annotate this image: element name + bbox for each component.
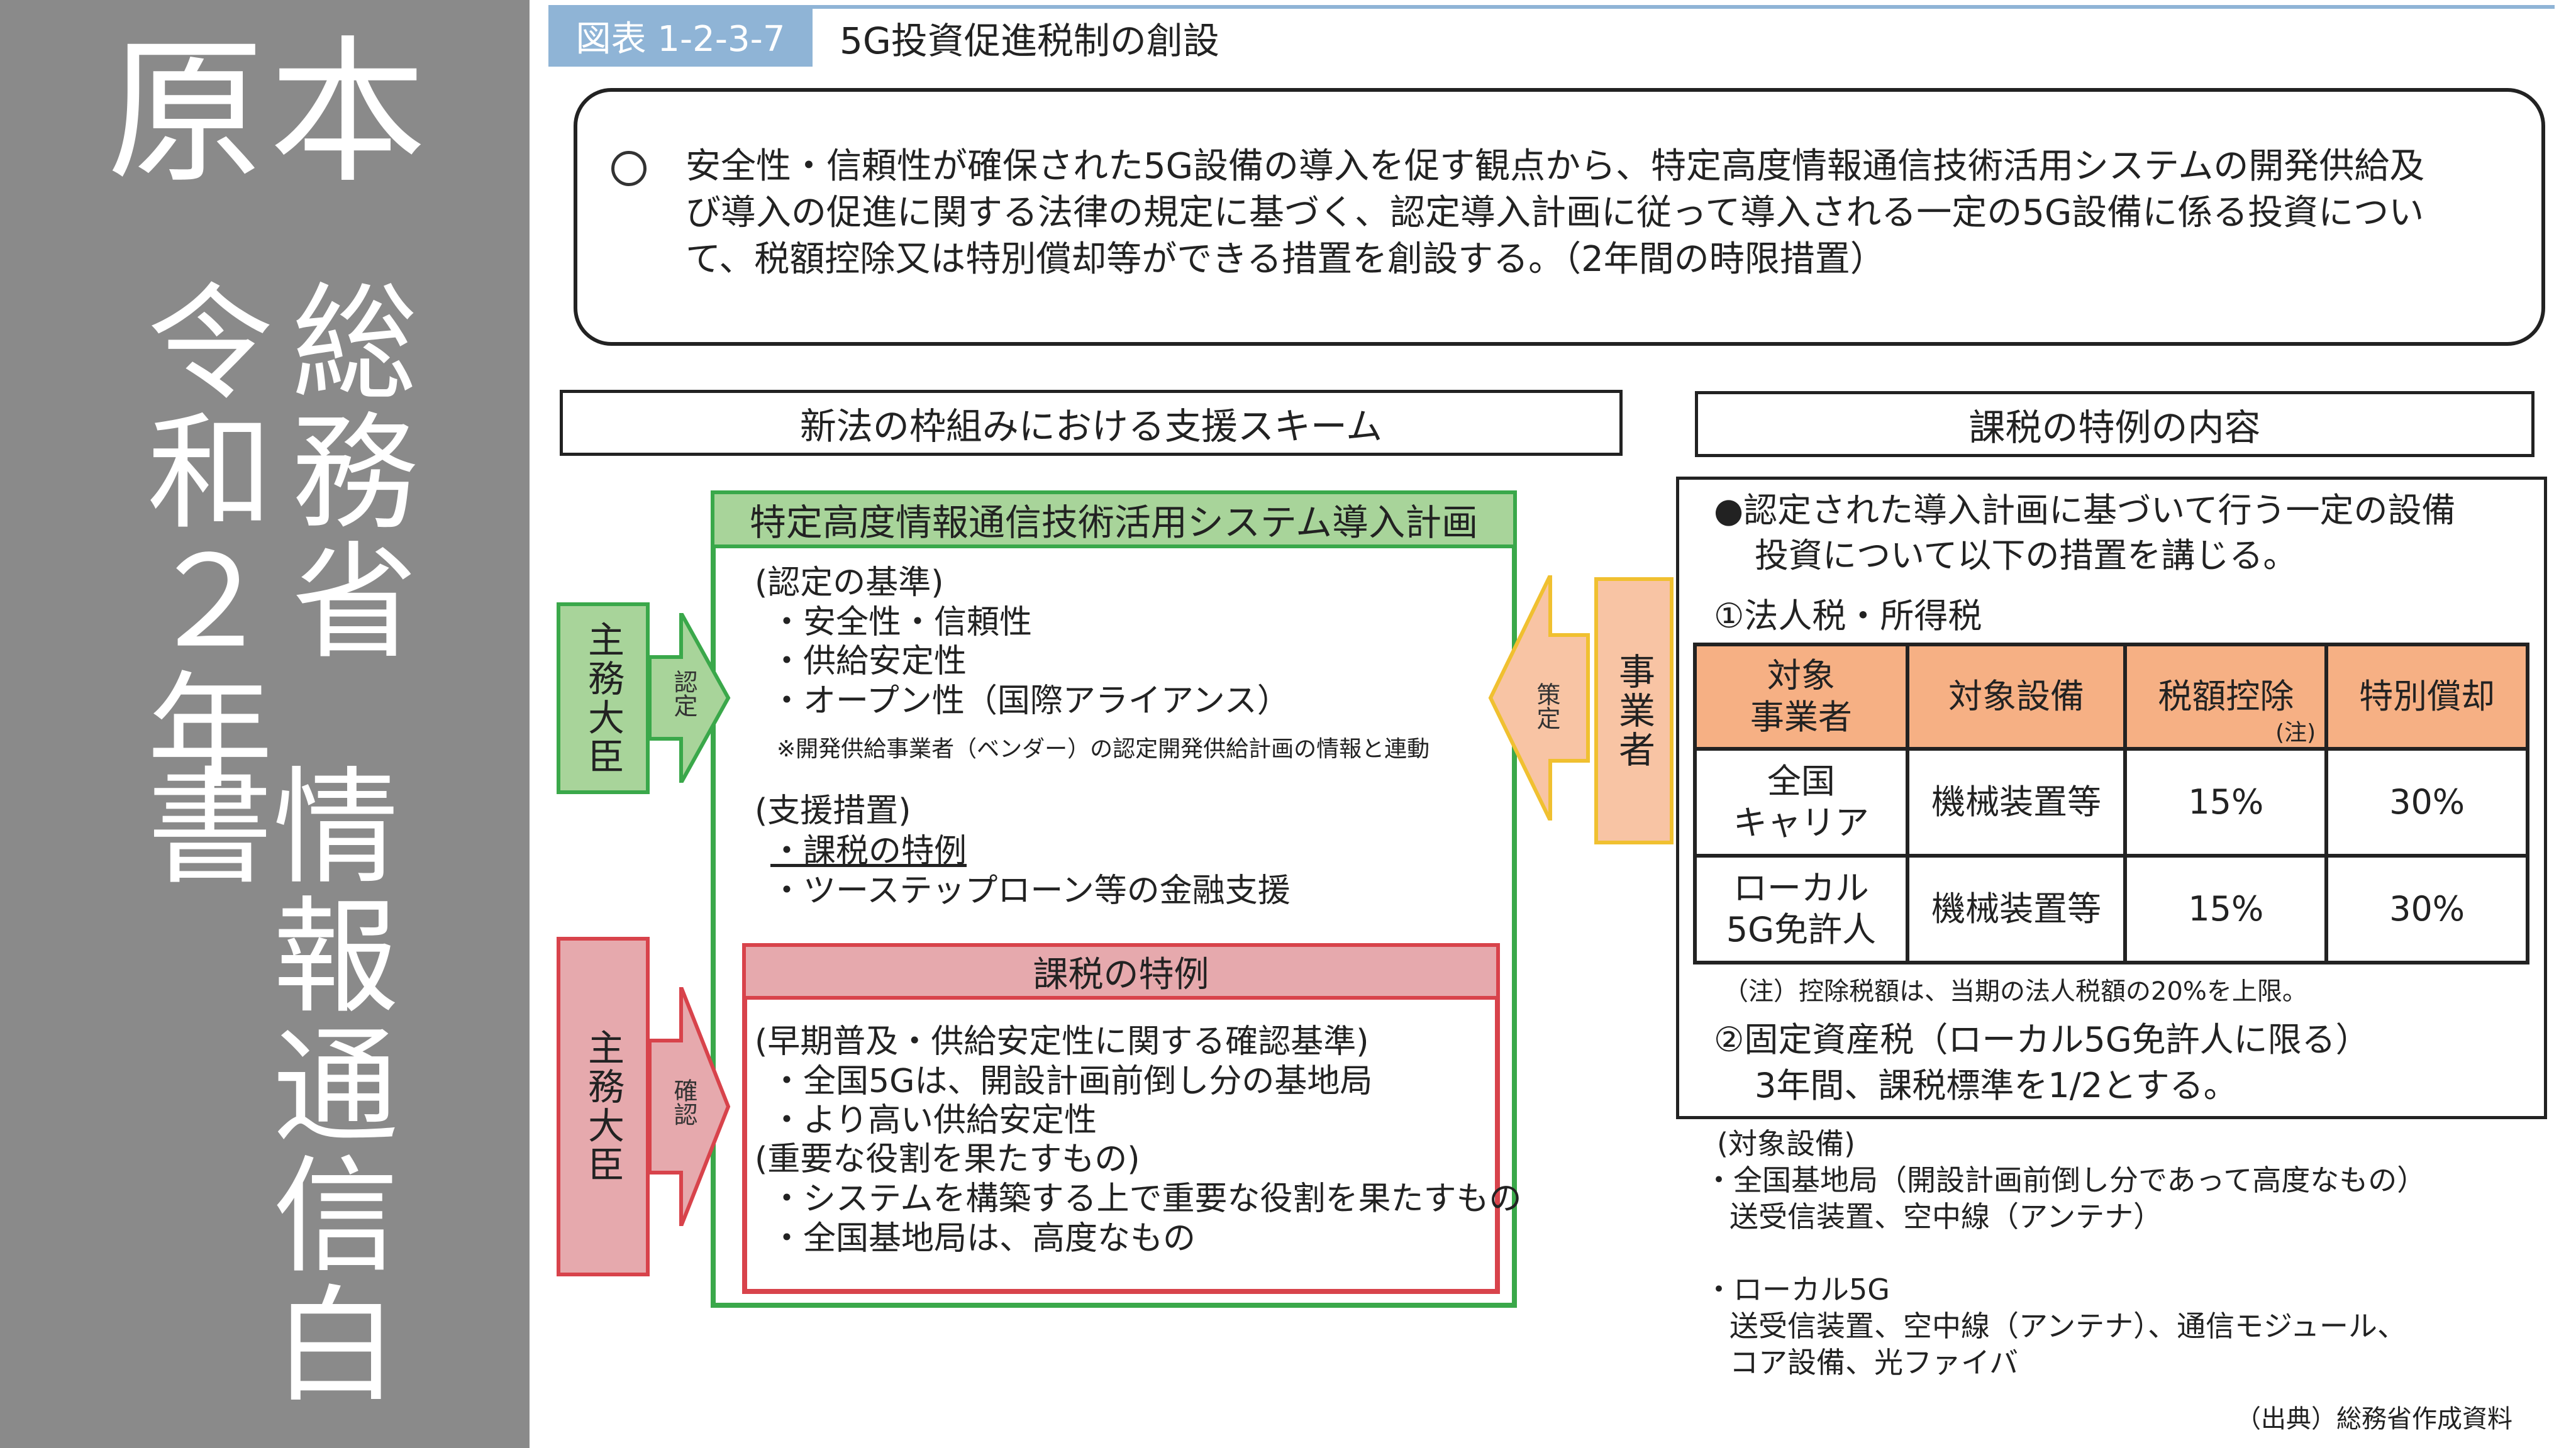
table-cell: 30% xyxy=(2324,747,2529,858)
equipment-line: ・ローカル5G xyxy=(1704,1273,1890,1307)
header-rule xyxy=(813,5,2555,9)
equipment-line xyxy=(1704,1235,2426,1271)
table-cell: 機械装置等 xyxy=(1905,854,2128,964)
criteria-heading: (認定の基準) xyxy=(755,564,944,602)
table-cell: 30% xyxy=(2324,854,2529,964)
equipment-line: 送受信装置、空中線（アンテナ） xyxy=(1729,1200,2163,1234)
criteria-item: ・オープン性（国際アライアンス） xyxy=(770,682,1290,720)
equipment-list: (対象設備) ・全国基地局（開設計画前倒し分であって高度なもの） 送受信装置、空… xyxy=(1704,1125,2426,1381)
tax-line: (早期普及・供給安定性に関する確認基準) xyxy=(755,1023,1369,1061)
side-book: 情報通信白書 xyxy=(125,761,397,1408)
table-note: （注）控除税額は、当期の法人税額の20%を上限。 xyxy=(1723,977,2307,1006)
table-header-note: (注) xyxy=(2275,720,2316,746)
figure-number: 図表 1-2-3-7 xyxy=(548,5,813,67)
intro-text: 安全性・信頼性が確保された5G設備の導入を促す観点から、特定高度情報通信技術活用… xyxy=(686,143,2509,283)
approve-label: 認定 xyxy=(670,670,697,717)
formulate-arrow-icon xyxy=(1488,575,1590,821)
table-row: 全国 キャリア 機械装置等 15% 30% xyxy=(1693,747,2529,858)
equipment-line: (対象設備) xyxy=(1717,1127,1855,1161)
tax-special-body xyxy=(742,1000,1500,1294)
table-cell: 機械装置等 xyxy=(1905,747,2128,858)
tax-line: ・より高い供給安定性 xyxy=(770,1102,1097,1139)
item-corporate-tax: ①法人税・所得税 xyxy=(1714,596,1982,636)
tax-content-box xyxy=(1676,477,2547,1119)
confirm-arrow-icon xyxy=(650,987,731,1226)
table-cell: ローカル 5G免許人 xyxy=(1693,854,1909,964)
table-header: 税額控除 (注) xyxy=(2123,643,2329,751)
support-item: ・ツーステップローン等の金融支援 xyxy=(770,872,1291,910)
tax-content-heading: 課税の特例の内容 xyxy=(1695,391,2534,457)
minister-confirm-box: 主務大臣 xyxy=(557,937,650,1276)
minister-approve-box: 主務大臣 xyxy=(557,602,650,794)
intro-line: て、税額控除又は特別償却等ができる措置を創設する。（2年間の時限措置） xyxy=(686,239,1885,280)
source-note: （出典）総務省作成資料 xyxy=(2236,1405,2512,1434)
table-header: 特別償却 xyxy=(2324,643,2529,751)
tax-line: ・全国5Gは、開設計画前倒し分の基地局 xyxy=(770,1063,1373,1100)
operator-box: 事業者 xyxy=(1594,577,1674,844)
table-header: 対象設備 xyxy=(1905,643,2128,751)
criteria-item: ・安全性・信頼性 xyxy=(770,604,1033,641)
tax-table: 対象 事業者 対象設備 税額控除 (注) 特別償却 全国 キャリア 機械装置等 … xyxy=(1693,643,2529,964)
equipment-line: ・全国基地局（開設計画前倒し分であって高度なもの） xyxy=(1704,1163,2426,1197)
table-cell: 15% xyxy=(2123,854,2329,964)
tax-line: ・システムを構築する上で重要な役割を果たすもの xyxy=(770,1180,1522,1218)
intro-line: び導入の促進に関する法律の規定に基づく、認定導入計画に従って導入される一定の5G… xyxy=(686,192,2424,233)
formulate-label: 策定 xyxy=(1533,682,1560,730)
plan-body xyxy=(711,548,1517,1308)
criteria-note: ※開発供給事業者（ベンダー）の認定開発供給計画の情報と連動 xyxy=(777,736,1430,762)
plan-title: 特定高度情報通信技術活用システム導入計画 xyxy=(711,490,1517,548)
side-ministry: 総務省 xyxy=(270,277,416,665)
lead-line: 投資について以下の措置を講じる。 xyxy=(1755,536,2297,575)
tax-line: (重要な役割を果たすもの) xyxy=(755,1141,1140,1178)
side-panel: 原本 総務省 令和２年 情報通信白書 xyxy=(0,0,530,1448)
tax-special-title: 課税の特例 xyxy=(742,943,1500,1000)
item-property-tax: ②固定資産税（ローカル5G免許人に限る） xyxy=(1714,1020,2370,1059)
equipment-line: コア設備、光ファイバ xyxy=(1729,1346,2019,1379)
tax-line: ・全国基地局は、高度なもの xyxy=(770,1220,1196,1257)
table-row: ローカル 5G免許人 機械装置等 15% 30% xyxy=(1693,854,2529,964)
bullet-circle-icon xyxy=(611,151,647,186)
table-cell: 15% xyxy=(2123,747,2329,858)
item-property-tax-detail: 3年間、課税標準を1/2とする。 xyxy=(1755,1066,2238,1105)
table-header-row: 対象 事業者 対象設備 税額控除 (注) 特別償却 xyxy=(1693,643,2529,751)
confirm-label: 確認 xyxy=(670,1078,697,1126)
support-item: ・課税の特例 xyxy=(770,832,967,870)
equipment-line: 送受信装置、空中線（アンテナ）、通信モジュール、 xyxy=(1729,1309,2406,1343)
side-year: 令和２年 xyxy=(125,277,272,795)
table-header: 対象 事業者 xyxy=(1693,643,1909,751)
table-header-label: 税額控除 xyxy=(2158,677,2294,716)
intro-line: 安全性・信頼性が確保された5G設備の導入を促す観点から、特定高度情報通信技術活用… xyxy=(686,146,2425,187)
criteria-item: ・供給安定性 xyxy=(770,643,967,680)
table-cell: 全国 キャリア xyxy=(1693,747,1909,858)
intro-box xyxy=(574,88,2545,346)
side-title: 原本 xyxy=(107,21,431,204)
approve-arrow-icon xyxy=(650,613,731,783)
support-heading: (支援措置) xyxy=(755,792,911,830)
lead-line: ●認定された導入計画に基づいて行う一定の設備 xyxy=(1714,490,2456,530)
scheme-heading: 新法の枠組みにおける支援スキーム xyxy=(560,390,1623,456)
figure-title: 5G投資促進税制の創設 xyxy=(840,19,1219,62)
